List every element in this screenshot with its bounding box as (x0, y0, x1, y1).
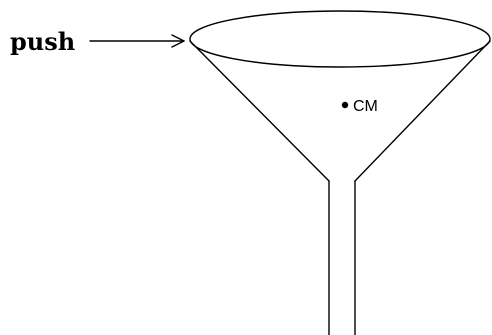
center-of-mass-label: CM (353, 98, 378, 115)
push-label: push (10, 27, 75, 56)
center-of-mass-dot-icon (341, 101, 349, 109)
funnel-stem (328, 180, 356, 335)
push-arrow-icon (89, 34, 185, 48)
funnel-rim (189, 10, 491, 68)
funnel-cone (189, 40, 491, 182)
